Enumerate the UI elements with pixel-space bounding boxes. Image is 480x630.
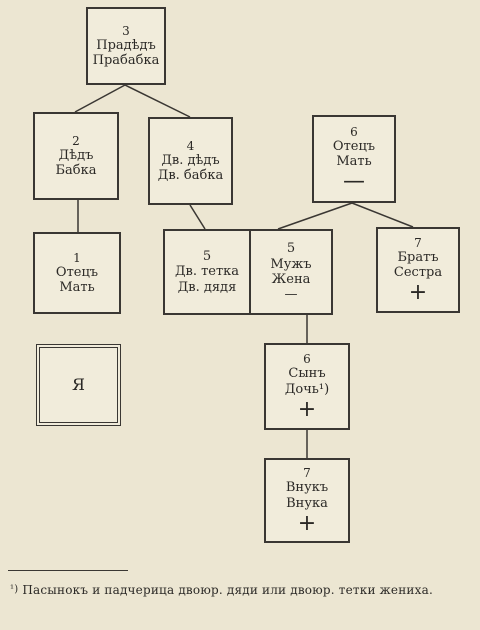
groom-parents-box: 6 Отецъ Мать — bbox=[312, 115, 396, 203]
grandchildren-box: 7 Внукъ Внука + bbox=[264, 458, 350, 543]
cousins-degree: 5 bbox=[202, 249, 212, 264]
husband-label: Мужъ bbox=[270, 256, 312, 272]
footnote-divider bbox=[8, 570, 128, 571]
groom-mother-label: Мать bbox=[336, 154, 372, 170]
groom-father-label: Отецъ bbox=[332, 138, 376, 154]
connector-6-to-7 bbox=[351, 202, 414, 228]
footnote-text: Пасынокъ и падчерица двоюр. дяди или дво… bbox=[22, 583, 433, 597]
son-label: Сынъ bbox=[288, 366, 326, 382]
minus-mark: — bbox=[343, 169, 365, 195]
minus-mark: — bbox=[284, 287, 298, 303]
granddaughter-label: Внука bbox=[286, 495, 328, 511]
children-box: 6 Сынъ Дочь¹) + bbox=[264, 343, 350, 430]
grandchildren-degree: 7 bbox=[303, 466, 311, 481]
cousin-uncle-label: Дв. дядя bbox=[177, 279, 237, 295]
great-aunt-label: Дв. бабка bbox=[157, 168, 224, 184]
great-uncle-label: Дв. дѣдъ bbox=[161, 152, 220, 168]
connector-3-to-2 bbox=[74, 84, 126, 113]
mother-label: Мать bbox=[59, 280, 95, 296]
self-box: Я bbox=[36, 344, 121, 426]
grandparents-degree: 2 bbox=[72, 133, 80, 148]
parents-degree: 1 bbox=[73, 250, 81, 265]
parents-box: 1 Отецъ Мать bbox=[33, 232, 121, 314]
plus-mark: + bbox=[297, 396, 317, 422]
footnote-marker: ¹) bbox=[10, 584, 19, 595]
connector-4-to-5 bbox=[189, 204, 206, 230]
connector-3-to-4 bbox=[124, 84, 191, 118]
groom-siblings-degree: 7 bbox=[414, 235, 422, 250]
wife-label: Жена bbox=[271, 272, 311, 287]
connector-6-to-5 bbox=[277, 202, 353, 230]
father-label: Отецъ bbox=[55, 264, 99, 280]
plus-mark: + bbox=[408, 280, 428, 306]
sister-label: Сестра bbox=[393, 265, 443, 281]
footnote: ¹) Пасынокъ и падчерица двоюр. дяди или … bbox=[10, 582, 472, 599]
spouses-box: 5 Мужъ Жена — bbox=[249, 231, 331, 313]
brother-label: Братъ bbox=[397, 249, 439, 265]
grandmother-label: Бабка bbox=[55, 163, 97, 179]
great-grandparents-degree: 3 bbox=[122, 23, 130, 38]
great-grandparents-box: 3 Прадѣдъ Прабабка bbox=[86, 7, 166, 85]
groom-siblings-box: 7 Братъ Сестра + bbox=[376, 227, 460, 313]
great-grandmother-label: Прабабка bbox=[92, 53, 160, 69]
daughter-label: Дочь¹) bbox=[284, 381, 330, 397]
cousins-spouses-box: 5 Дв. тетка Дв. дядя 5 Мужъ Жена — bbox=[163, 229, 333, 315]
children-degree: 6 bbox=[303, 352, 311, 367]
self-label: Я bbox=[72, 374, 85, 394]
spouses-degree: 5 bbox=[286, 241, 296, 257]
grandson-label: Внукъ bbox=[285, 480, 329, 496]
cousins-box: 5 Дв. тетка Дв. дядя bbox=[165, 231, 249, 313]
great-uncle-aunt-degree: 4 bbox=[186, 138, 195, 153]
plus-mark: + bbox=[297, 510, 317, 536]
great-grandfather-label: Прадѣдъ bbox=[96, 37, 156, 53]
cousin-aunt-label: Дв. тетка bbox=[174, 264, 240, 280]
great-uncle-aunt-box: 4 Дв. дѣдъ Дв. бабка bbox=[148, 117, 233, 205]
grandfather-label: Дѣдъ bbox=[58, 147, 94, 163]
grandparents-box: 2 Дѣдъ Бабка bbox=[33, 112, 119, 200]
groom-parents-degree: 6 bbox=[350, 124, 358, 139]
